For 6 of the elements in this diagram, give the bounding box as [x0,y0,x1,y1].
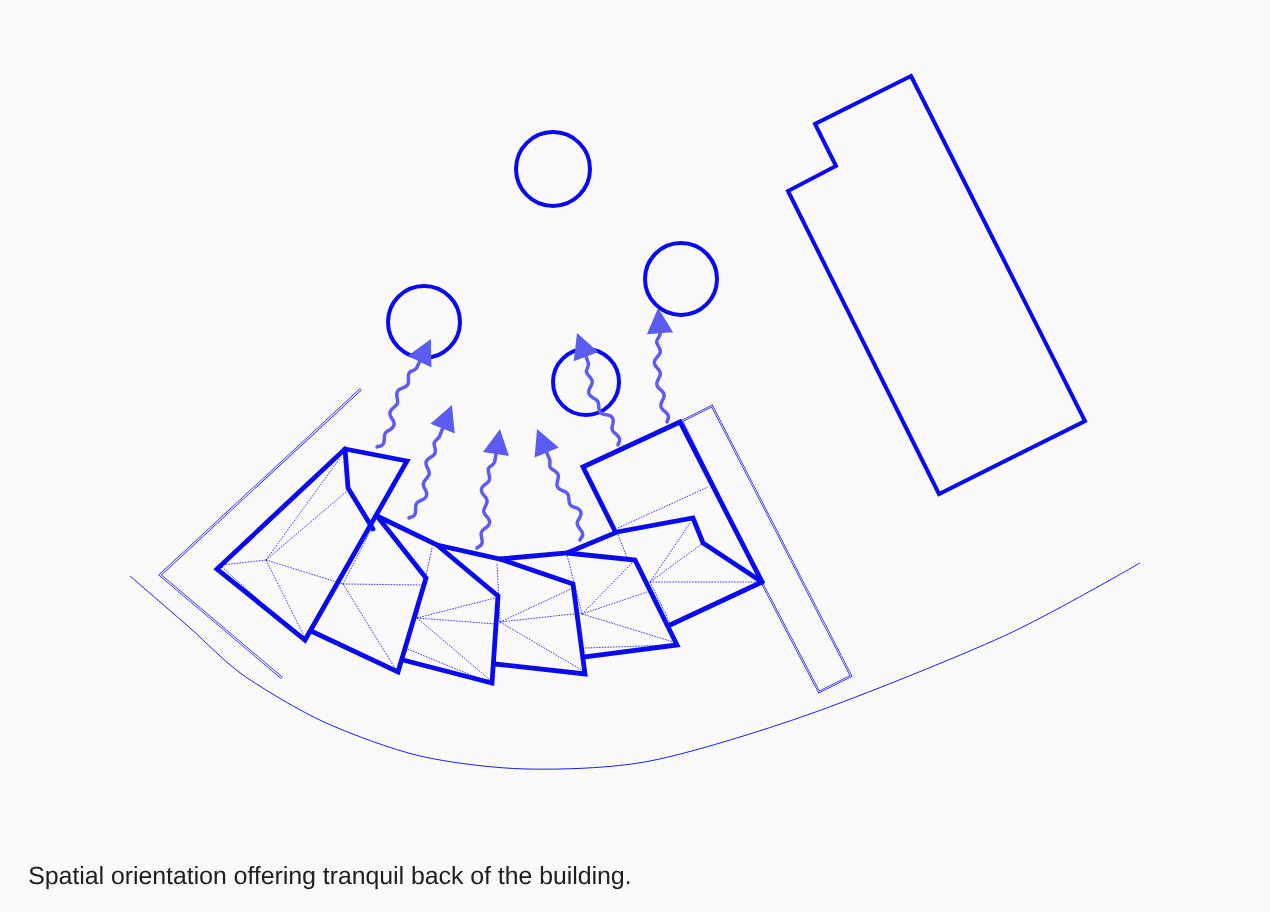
caption: Spatial orientation offering tranquil back of the building. [29,866,630,890]
circle-marker [643,241,719,317]
circle-marker [386,284,462,360]
circle-marker [514,130,592,208]
circle-marker [551,347,621,417]
building-plan [213,418,765,687]
